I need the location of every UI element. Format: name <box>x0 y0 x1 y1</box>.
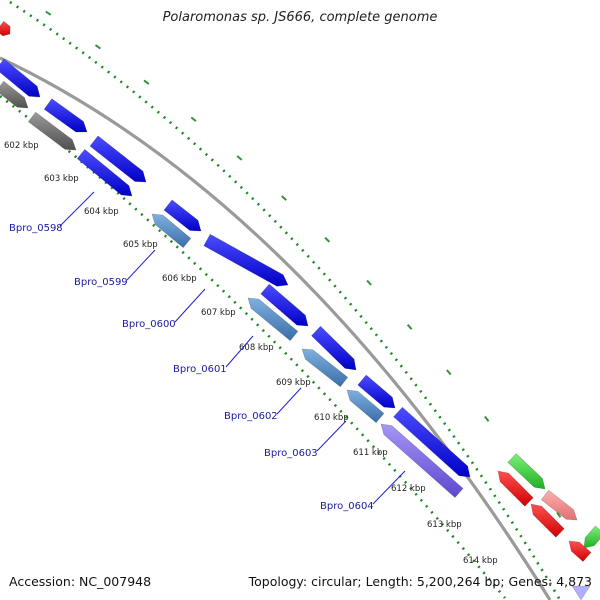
cds-arrow[interactable] <box>346 389 385 424</box>
gene-label[interactable]: Bpro_0600 <box>122 319 176 330</box>
gene-label-group: Bpro_0598Bpro_0599Bpro_0600Bpro_0601Bpro… <box>9 191 406 512</box>
gene-label[interactable]: Bpro_0603 <box>264 448 318 459</box>
tick-label: 603 kbp <box>44 174 79 184</box>
cds-arrow[interactable] <box>203 233 289 287</box>
cds-arrow[interactable] <box>0 58 41 98</box>
tick-label: 605 kbp <box>123 240 158 250</box>
cds-arrow[interactable] <box>89 135 147 183</box>
gene-leader-line <box>316 420 347 452</box>
cds-arrow[interactable] <box>311 325 357 371</box>
gene-label[interactable]: Bpro_0602 <box>224 411 278 422</box>
gc-content-inner-arc <box>0 94 506 599</box>
cds-arrow[interactable] <box>43 98 88 133</box>
tick-label: 613 kbp <box>427 520 462 530</box>
cds-arrow[interactable] <box>380 423 464 498</box>
tick-label: 602 kbp <box>4 141 39 151</box>
accession-text: Accession: NC_007948 <box>9 574 152 589</box>
cds-arrow[interactable] <box>568 540 592 562</box>
cds-arrow[interactable] <box>507 453 546 490</box>
tick-label: 604 kbp <box>84 207 119 217</box>
cds-arrow[interactable] <box>27 111 77 151</box>
cds-arrow[interactable] <box>301 348 349 388</box>
gene-leader-line <box>372 470 406 505</box>
tick-label: 609 kbp <box>276 378 311 388</box>
tick-label: 611 kbp <box>353 448 388 458</box>
cds-arrow[interactable] <box>571 585 591 600</box>
summary-text: Topology: circular; Length: 5,200,264 bp… <box>248 574 592 589</box>
cds-arrow[interactable] <box>0 20 11 37</box>
gene-leader-line <box>174 288 206 323</box>
cds-arrow[interactable] <box>530 503 565 538</box>
cds-arrow[interactable] <box>497 470 534 507</box>
cds-arrow[interactable] <box>357 374 396 409</box>
cds-arrow[interactable] <box>76 148 133 197</box>
gene-label[interactable]: Bpro_0604 <box>320 501 374 512</box>
cds-arrow[interactable] <box>540 489 578 521</box>
gene-leader-line <box>225 335 254 368</box>
cds-arrow[interactable] <box>247 297 299 342</box>
map-title: Polaromonas sp. JS666, complete genome <box>162 10 438 25</box>
cds-arrow[interactable] <box>583 525 600 549</box>
cds-arrow[interactable] <box>151 213 192 249</box>
tick-label: 608 kbp <box>239 343 274 353</box>
tick-label: 607 kbp <box>201 308 236 318</box>
backbone-ring <box>0 56 552 600</box>
gene-leader-line <box>126 249 156 281</box>
cds-arrow[interactable] <box>393 406 471 478</box>
tick-label: 610 kbp <box>314 413 349 423</box>
gene-label[interactable]: Bpro_0601 <box>173 364 227 375</box>
gene-label[interactable]: Bpro_0599 <box>74 277 128 288</box>
cds-arrow[interactable] <box>0 80 29 109</box>
tick-label: 614 kbp <box>463 556 498 566</box>
cds-arrow[interactable] <box>260 283 309 327</box>
gene-leader-line <box>276 387 302 415</box>
tick-label: 606 kbp <box>162 274 197 284</box>
cds-arrow[interactable] <box>163 199 202 232</box>
cds-track <box>0 20 600 600</box>
gene-leader-line <box>59 191 95 227</box>
tick-label: 612 kbp <box>391 484 426 494</box>
tick-group: 602 kbp 603 kbp 604 kbp 605 kbp 606 kbp 607 k… <box>4 141 498 566</box>
gene-label[interactable]: Bpro_0598 <box>9 223 63 234</box>
